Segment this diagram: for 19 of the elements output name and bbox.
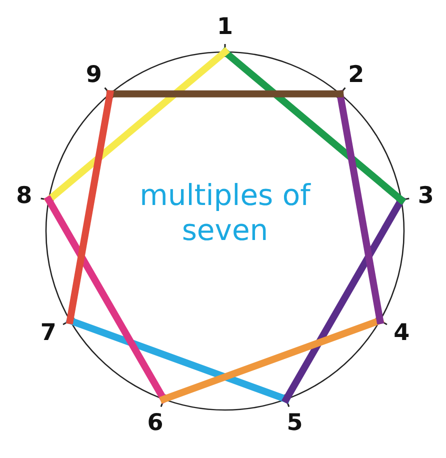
- center-caption: multiples of seven: [138, 178, 312, 248]
- number-label: 1: [210, 12, 240, 42]
- chord-line: [66, 90, 114, 324]
- chord-line: [160, 317, 384, 403]
- chord-line: [336, 90, 384, 324]
- number-label: 5: [280, 408, 310, 438]
- number-label: 6: [140, 408, 170, 438]
- number-label: 7: [33, 318, 64, 348]
- chord-line: [282, 196, 405, 403]
- number-label: 9: [78, 60, 109, 90]
- chord-line: [66, 317, 290, 403]
- chord-line: [106, 90, 344, 98]
- chord-line: [45, 196, 168, 403]
- number-label: 4: [386, 318, 417, 348]
- chord-line: [222, 48, 405, 204]
- number-label: 8: [9, 180, 40, 211]
- number-label: 3: [410, 180, 441, 211]
- number-label: 2: [341, 60, 372, 90]
- chord-line: [45, 48, 228, 204]
